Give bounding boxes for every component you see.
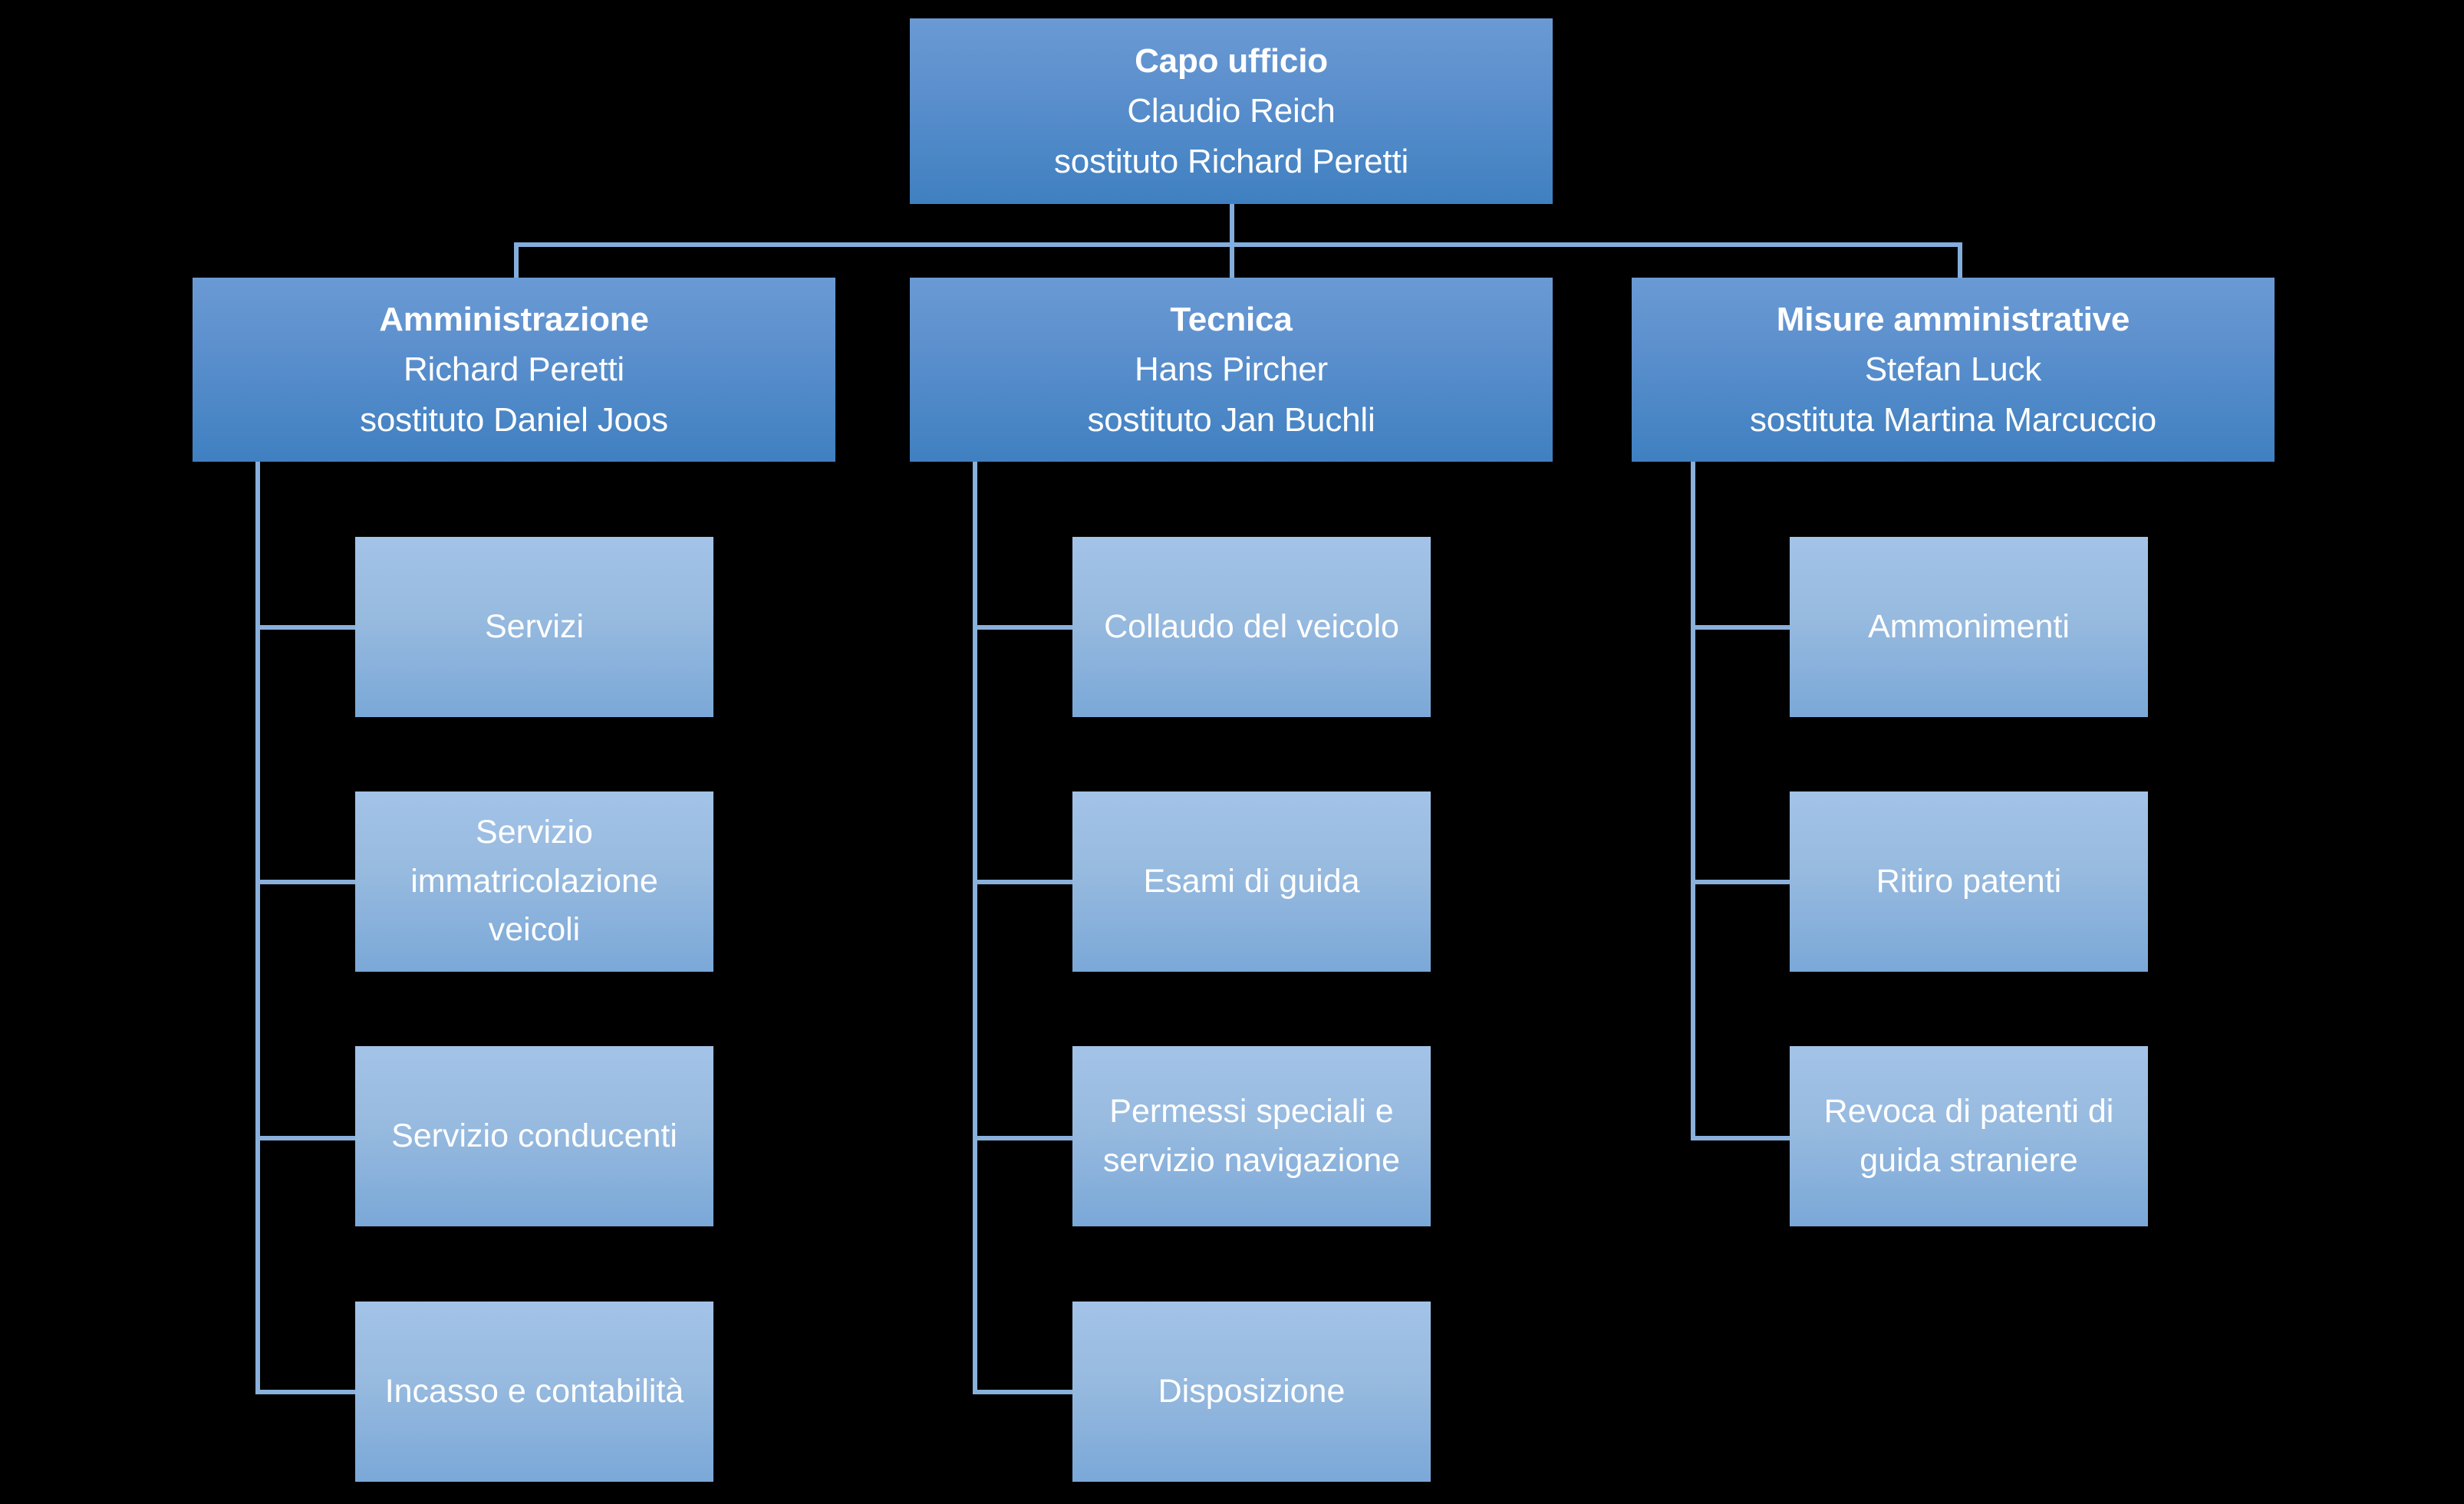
connector-branch-col1-3 — [255, 1136, 355, 1140]
connector-branch-col2-1 — [973, 625, 1072, 630]
node-title: Misure amministrative — [1776, 301, 2130, 339]
node-misure-amministrative[interactable]: Misure amministrative Stefan Luck sostit… — [1632, 278, 2275, 462]
node-deputy: sostituto Richard Peretti — [1053, 142, 1409, 180]
connector-branch-col3-2 — [1691, 880, 1790, 884]
node-collaudo-del-veicolo[interactable]: Collaudo del veicolo — [1072, 537, 1431, 717]
node-title: Tecnica — [1170, 301, 1293, 339]
connector-branch-col2-4 — [973, 1390, 1072, 1394]
connector-drop-misure — [1958, 242, 1962, 281]
node-ammonimenti[interactable]: Ammonimenti — [1790, 537, 2148, 717]
connector-branch-col2-2 — [973, 880, 1072, 884]
node-label: Ritiro patenti — [1876, 862, 2062, 900]
node-label: Servizio conducenti — [391, 1117, 677, 1154]
node-disposizione[interactable]: Disposizione — [1072, 1302, 1431, 1482]
connector-spine-col3 — [1691, 460, 1695, 1140]
node-deputy: sostituto Jan Buchli — [1087, 400, 1375, 439]
node-servizio-immatricolazione-veicoli[interactable]: Servizio immatricolazione veicoli — [355, 791, 713, 972]
node-label: Permessi speciali e servizio navigazione — [1102, 1092, 1401, 1179]
node-amministrazione[interactable]: Amministrazione Richard Peretti sostitut… — [193, 278, 835, 462]
connector-branch-col3-3 — [1691, 1136, 1790, 1140]
connector-branch-col1-1 — [255, 625, 355, 630]
node-label: Incasso e contabilità — [384, 1372, 684, 1410]
node-ritiro-patenti[interactable]: Ritiro patenti — [1790, 791, 2148, 972]
node-label: Esami di guida — [1143, 862, 1360, 900]
node-servizi[interactable]: Servizi — [355, 537, 713, 717]
connector-spine-col2 — [973, 460, 977, 1394]
node-label: Servizi — [484, 607, 585, 645]
connector-drop-amministrazione — [514, 242, 519, 281]
node-permessi-speciali-e-servizio-navigazione[interactable]: Permessi speciali e servizio navigazione — [1072, 1046, 1431, 1226]
node-tecnica[interactable]: Tecnica Hans Pircher sostituto Jan Buchl… — [910, 278, 1553, 462]
node-incasso-e-contabilita[interactable]: Incasso e contabilità — [355, 1302, 713, 1482]
node-capo-ufficio[interactable]: Capo ufficio Claudio Reich sostituto Ric… — [910, 18, 1553, 204]
connector-branch-col3-1 — [1691, 625, 1790, 630]
node-deputy: sostituta Martina Marcuccio — [1749, 400, 2157, 439]
connector-drop-tecnica — [1230, 242, 1234, 281]
node-servizio-conducenti[interactable]: Servizio conducenti — [355, 1046, 713, 1226]
connector-branch-col2-3 — [973, 1136, 1072, 1140]
node-deputy: sostituto Daniel Joos — [360, 400, 668, 439]
node-label: Revoca di patenti di guida straniere — [1823, 1092, 2114, 1179]
node-person: Claudio Reich — [1127, 92, 1336, 130]
node-label: Ammonimenti — [1868, 607, 2070, 645]
node-person: Stefan Luck — [1864, 350, 2042, 389]
node-label: Collaudo del veicolo — [1104, 607, 1399, 645]
connector-spine-col1 — [255, 460, 260, 1394]
connector-root-bus — [514, 242, 1962, 247]
connector-root-stem — [1230, 202, 1234, 245]
node-revoca-di-patenti-di-guida-straniere[interactable]: Revoca di patenti di guida straniere — [1790, 1046, 2148, 1226]
node-label: Servizio immatricolazione veicoli — [410, 814, 658, 949]
node-title: Amministrazione — [379, 301, 649, 339]
node-person: Richard Peretti — [403, 350, 624, 389]
node-label: Disposizione — [1158, 1372, 1346, 1410]
node-esami-di-guida[interactable]: Esami di guida — [1072, 791, 1431, 972]
node-title: Capo ufficio — [1135, 42, 1328, 81]
node-person: Hans Pircher — [1135, 350, 1328, 389]
connector-branch-col1-4 — [255, 1390, 355, 1394]
connector-branch-col1-2 — [255, 880, 355, 884]
